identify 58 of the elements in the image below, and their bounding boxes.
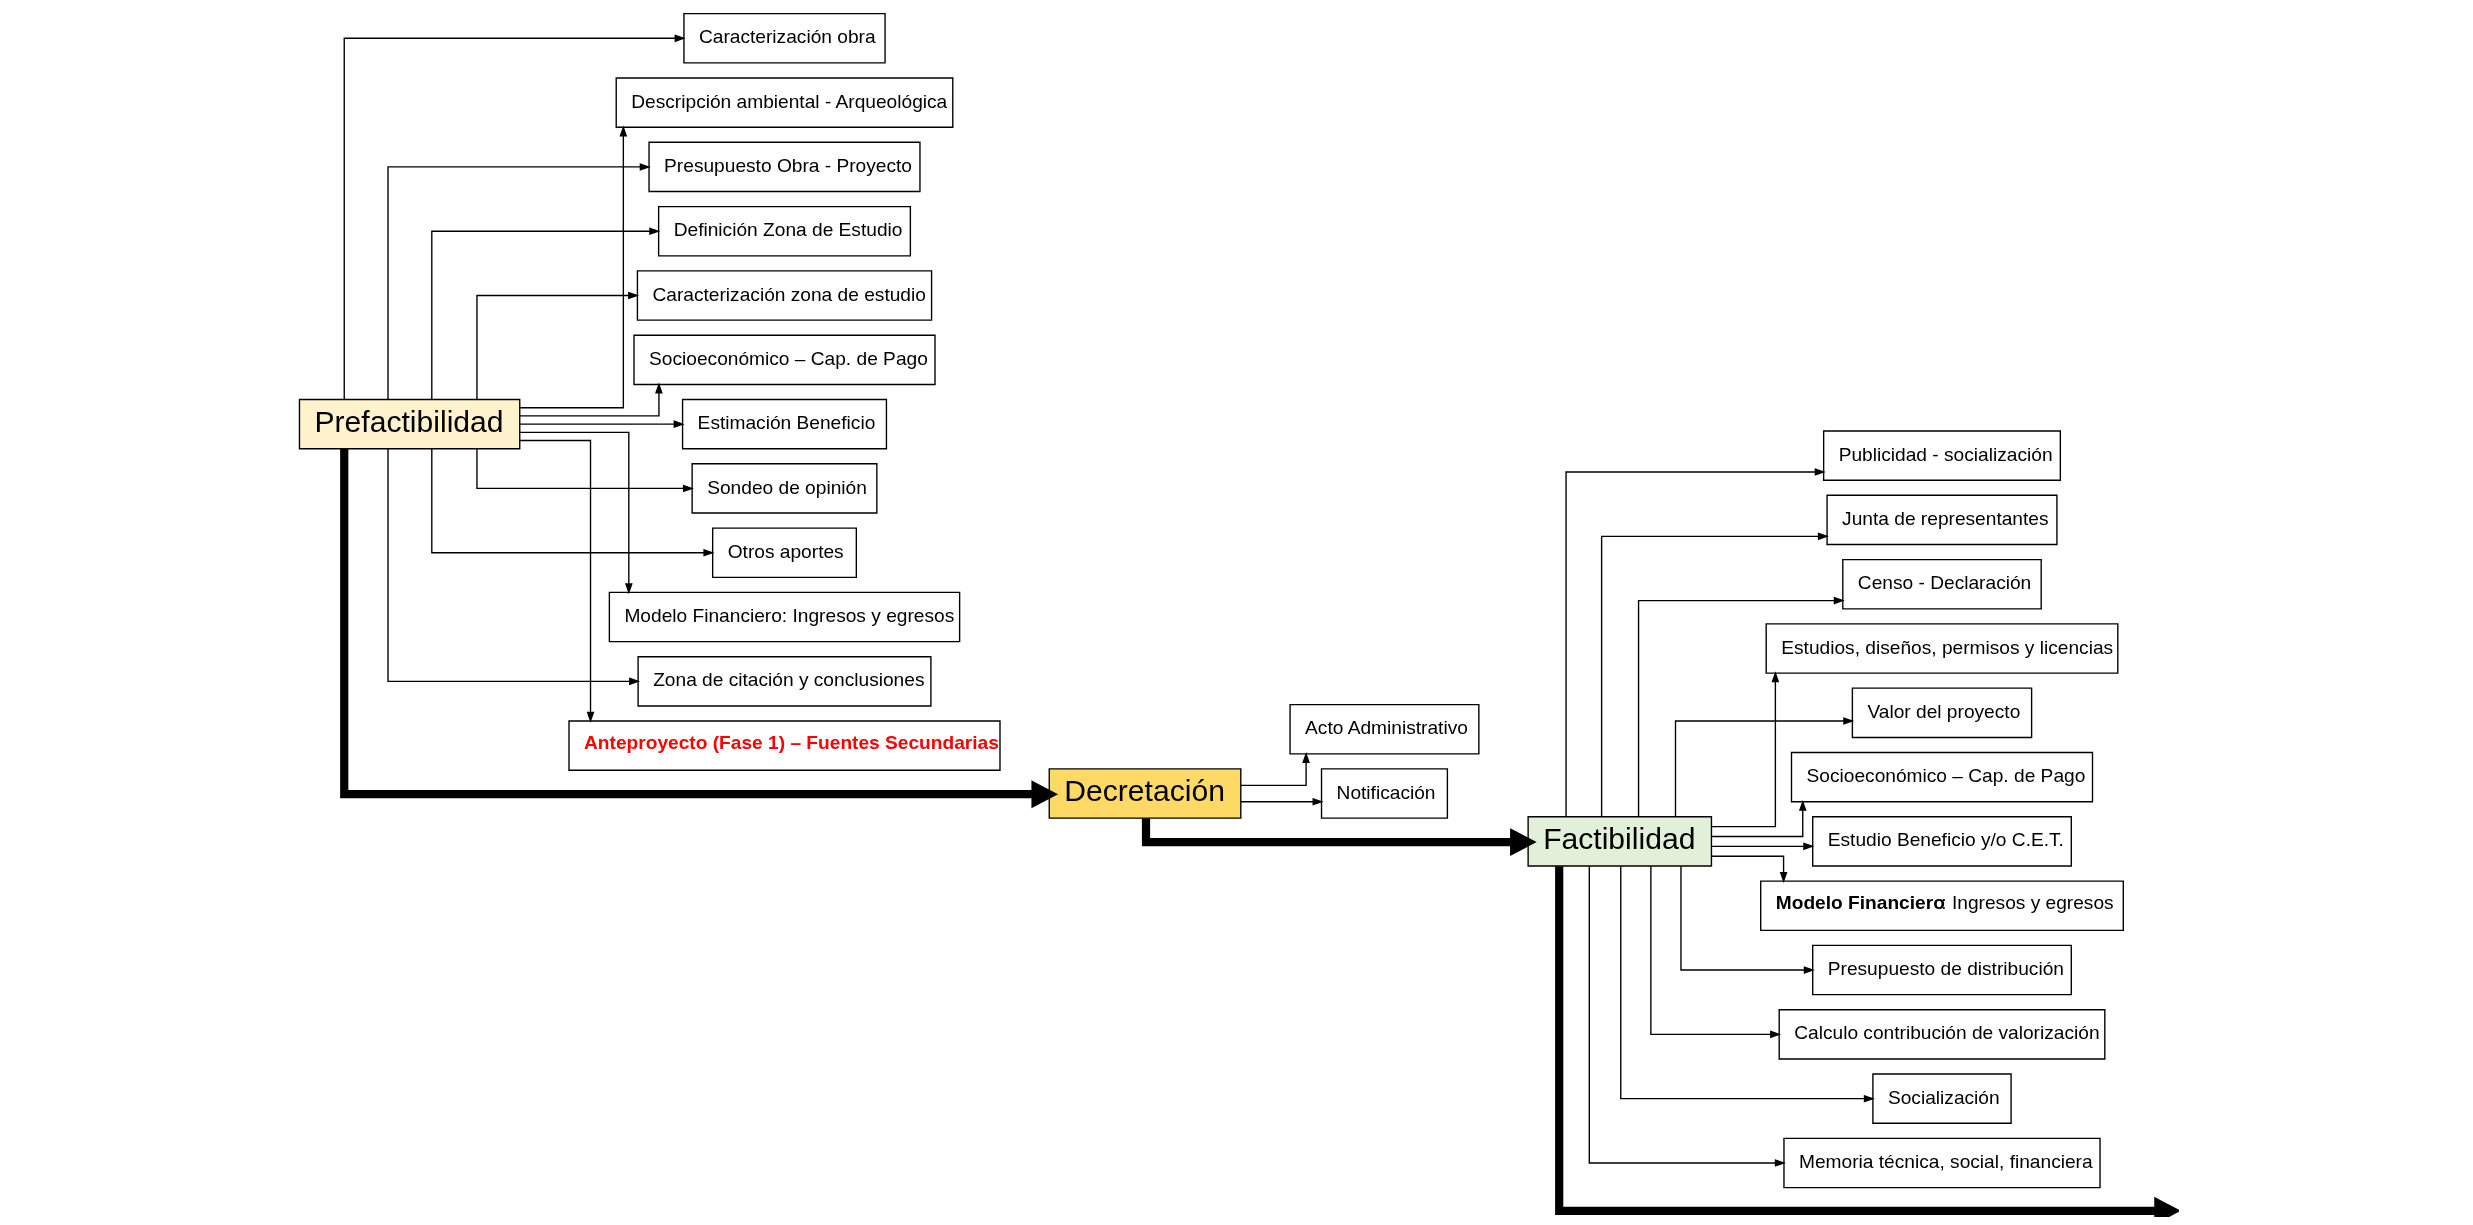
node-box: Acto Administrativo [1289,703,1480,755]
arrow [1588,865,1786,1167]
arrow [1637,596,1845,818]
node-box: Prefactibilidad [298,398,521,450]
arrow [1711,855,1788,884]
arrow [1240,797,1324,806]
arrow [431,448,715,557]
arrow [431,227,661,400]
node-box: Estudio Beneficio y/o C.E.T. [1812,816,2072,867]
arrow [519,382,663,417]
arrow [476,291,640,400]
node-box: Modelo Financiero: Ingresos y egresos [1760,880,2124,932]
node-box: Calculo contribución de valorización [1778,1009,2106,1060]
arrow [387,163,651,401]
node-box: Sondeo de opinión [691,463,878,514]
arrow [1600,532,1829,818]
arrow [519,431,633,595]
arrow [1674,717,1855,818]
node-box: Censo - Declaración [1842,558,2042,610]
arrow [1711,799,1807,838]
node-box: Definición Zona de Estudio [657,205,912,257]
node-box: Publicidad - socialización [1822,430,2062,481]
node-box: Presupuesto de distribución [1812,944,2072,996]
arrow [1565,468,1826,818]
arrow [1710,671,1780,828]
node-box: Caracterización obra [683,13,886,64]
arrow [340,449,1059,809]
node-box: Factibilidad [1527,816,1713,867]
node-box: Memoria técnica, social, financiera [1783,1137,2101,1189]
arrow [1650,865,1782,1039]
node-box: Socioeconómico – Cap. de Pago [1790,751,2094,803]
node-box: Socialización [1872,1073,2012,1124]
node-box: Socioeconómico – Cap. de Pago [633,334,936,386]
arrow [387,448,641,686]
node-box: Anteproyecto (Fase 1) – Fuentes Secundarias [568,720,1001,771]
node-box: Zona de citación y conclusiones [637,656,932,707]
node-box: Estimación Beneficio [681,398,888,450]
node-box: Estudios, diseños, permisos y licencias [1765,623,2119,674]
node-box: Decretación [1048,768,1242,819]
arrow [1620,865,1875,1103]
arrow [1240,751,1310,786]
node-box: Valor del proyecto [1851,687,2033,739]
arrow [519,439,595,723]
node-box: Presupuesto Obra - Proyecto [648,141,921,193]
node-box: Descripción ambiental - Arqueológica [615,77,954,128]
arrow [476,448,694,493]
node-box: Notificación [1320,768,1449,819]
arrow [519,420,685,428]
node-box: Modelo Financiero: Ingresos y egresos [608,591,961,643]
arrow [519,125,628,409]
node-box: Caracterización zona de estudio [636,270,933,321]
arrow [1680,865,1815,974]
node-box: Otros aportes [712,527,857,579]
arrow [343,34,686,401]
node-box: Junta de representantes [1826,494,2058,546]
arrow [1141,818,1537,857]
arrow [1711,842,1815,851]
arrow [1555,866,2179,1217]
